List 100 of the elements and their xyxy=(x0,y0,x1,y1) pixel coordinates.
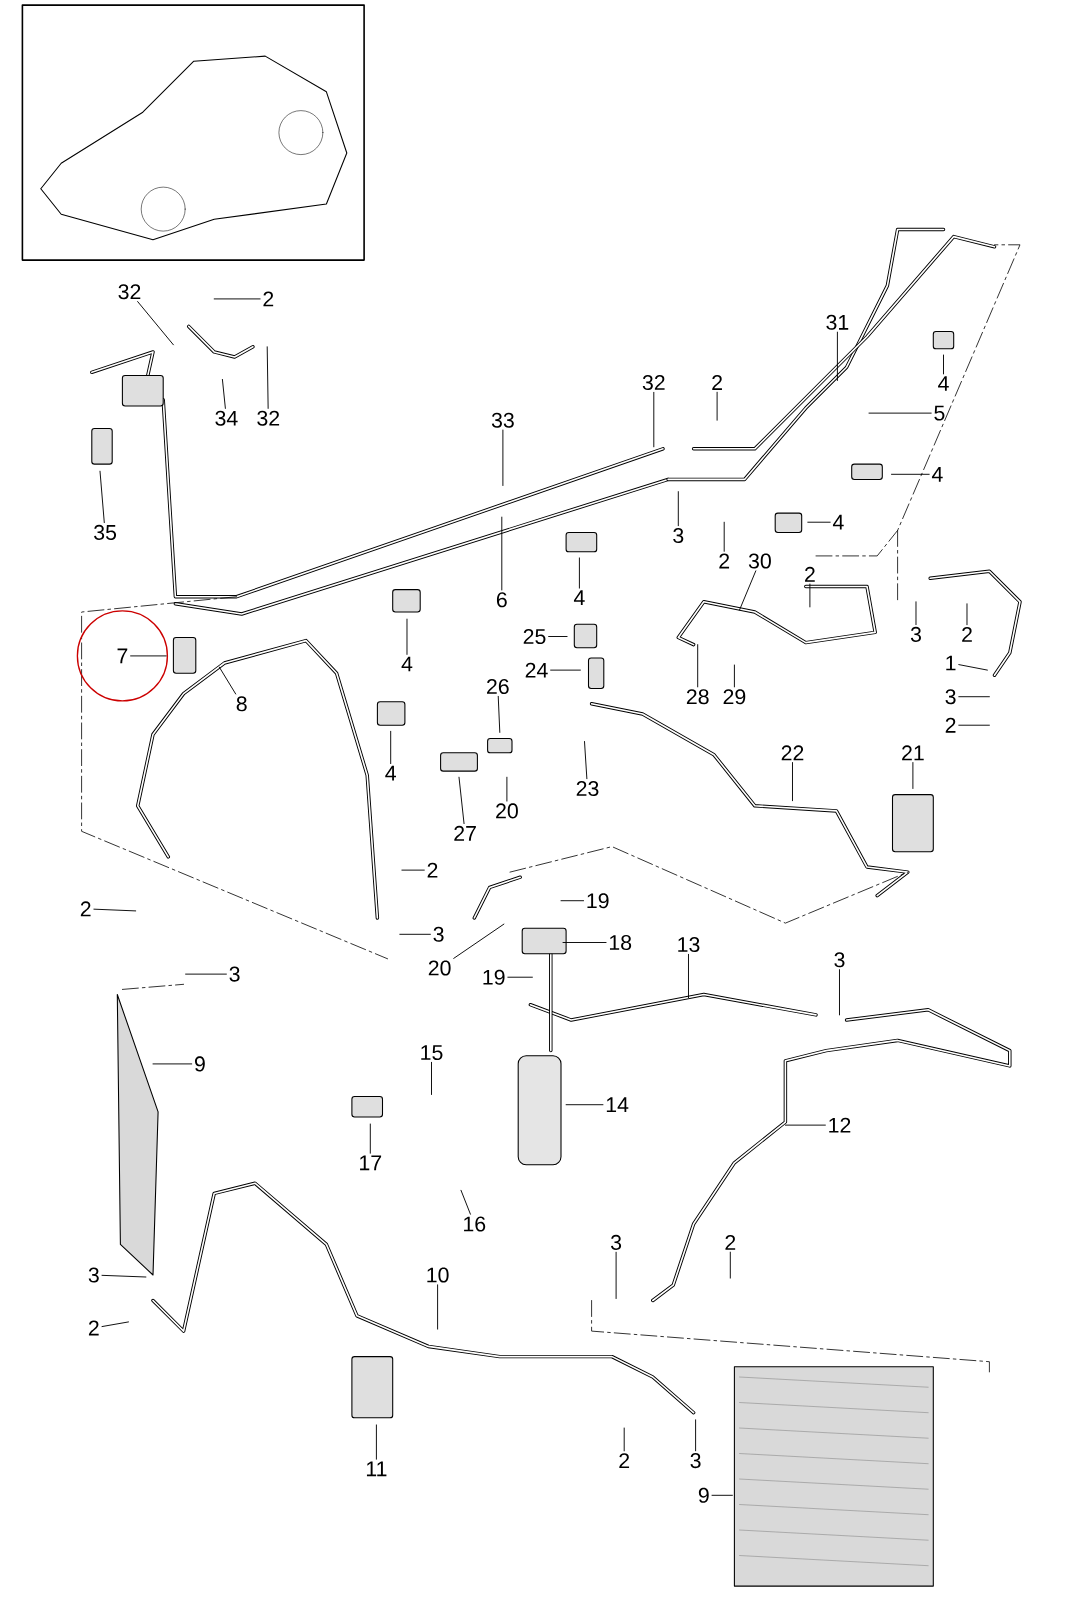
callout-number: 22 xyxy=(781,745,804,761)
callout-number: 3 xyxy=(611,1234,622,1250)
callout-number: 20 xyxy=(496,803,518,819)
callout-number: 3 xyxy=(910,626,921,642)
leader-line xyxy=(807,521,831,523)
leader-line xyxy=(958,724,990,726)
callout-number: 3 xyxy=(433,926,444,942)
callout-number: 27 xyxy=(454,825,476,841)
leader-line xyxy=(565,1104,604,1106)
leader-line xyxy=(431,1061,432,1095)
callout-number: 2 xyxy=(962,626,972,642)
leader-line xyxy=(93,908,137,912)
leader-line xyxy=(966,603,968,626)
leader-line xyxy=(502,429,504,486)
callout-number: 5 xyxy=(934,405,945,421)
leader-line xyxy=(912,762,914,789)
leader-line xyxy=(695,1419,697,1452)
leader-line xyxy=(152,1063,193,1065)
callout-number: 32 xyxy=(642,374,665,391)
callout-number: 2 xyxy=(805,566,815,582)
leader-line xyxy=(868,412,932,414)
callout-number: 8 xyxy=(236,696,247,712)
callout-number: 3 xyxy=(690,1453,701,1469)
leader-line xyxy=(130,655,167,657)
callout-number: 33 xyxy=(491,412,514,428)
leader-line xyxy=(221,378,226,409)
callout-number: 16 xyxy=(464,1216,486,1232)
leader-line xyxy=(137,301,174,346)
leader-line xyxy=(739,570,757,611)
leader-line xyxy=(958,696,990,698)
leader-line xyxy=(507,976,533,978)
leader-line xyxy=(560,900,585,902)
leader-line xyxy=(375,1424,377,1460)
callout-number: 28 xyxy=(686,689,709,705)
callout-number: 1 xyxy=(946,655,956,671)
callout-number: 34 xyxy=(215,410,238,426)
callout-number: 2 xyxy=(88,1320,99,1336)
callout-number: 2 xyxy=(725,1234,736,1250)
callout-number: 19 xyxy=(587,893,609,909)
leader-line xyxy=(792,762,793,802)
leader-line xyxy=(958,664,988,671)
leader-line xyxy=(460,1189,471,1215)
callout-number: 2 xyxy=(80,901,91,917)
callout-number: 4 xyxy=(385,765,396,781)
leader-line xyxy=(653,391,655,448)
callout-number: 9 xyxy=(194,1056,205,1072)
leader-line xyxy=(891,473,930,475)
leader-line xyxy=(623,1427,625,1452)
leader-line xyxy=(401,869,425,871)
callout-number: 2 xyxy=(719,553,730,569)
leader-line xyxy=(501,516,503,591)
leader-line xyxy=(723,521,725,552)
leader-line xyxy=(784,1124,826,1126)
callout-number: 23 xyxy=(576,780,599,797)
callout-number: 2 xyxy=(945,717,956,733)
leader-line xyxy=(688,953,689,999)
callout-number: 24 xyxy=(525,662,548,678)
leader-line xyxy=(836,331,838,381)
callout-number: 32 xyxy=(257,410,280,426)
leader-line xyxy=(615,1251,617,1299)
leader-line xyxy=(578,557,580,589)
leader-line xyxy=(453,923,505,959)
callout-number: 25 xyxy=(523,628,546,645)
leader-line xyxy=(716,391,718,421)
leader-line xyxy=(550,669,581,671)
leader-line xyxy=(943,354,944,375)
leader-line xyxy=(711,1494,733,1496)
callout-number: 17 xyxy=(360,1155,382,1171)
callout-number: 2 xyxy=(619,1453,630,1469)
callout-number: 29 xyxy=(723,689,746,705)
callout-number: 32 xyxy=(118,284,141,300)
leader-line xyxy=(101,1274,147,1278)
callout-number: 2 xyxy=(712,375,722,390)
leader-line xyxy=(729,1251,731,1279)
leader-line xyxy=(697,644,699,688)
leader-line xyxy=(406,618,408,655)
leader-line xyxy=(506,776,508,802)
callout-number: 4 xyxy=(832,514,844,530)
leader-line xyxy=(497,695,501,733)
callout-number: 4 xyxy=(401,656,413,672)
leader-line xyxy=(548,636,568,637)
callout-number: 30 xyxy=(748,553,771,569)
callout-number: 10 xyxy=(427,1267,449,1283)
callout-number: 4 xyxy=(938,376,949,391)
callout-number: 3 xyxy=(945,689,956,705)
callout-number: 18 xyxy=(609,934,632,951)
callout-number: 13 xyxy=(678,936,700,953)
leader-line xyxy=(915,601,917,626)
callout-number: 35 xyxy=(94,524,117,540)
leader-line xyxy=(584,741,588,780)
leader-line xyxy=(99,470,105,524)
callout-number: 11 xyxy=(366,1461,387,1477)
callout-number: 4 xyxy=(573,590,585,606)
leader-line xyxy=(213,298,261,300)
leader-line xyxy=(562,942,607,943)
leader-line xyxy=(399,933,431,935)
callout-number: 6 xyxy=(496,592,507,608)
callout-number: 2 xyxy=(263,291,274,307)
leader-line xyxy=(677,491,679,527)
leader-line xyxy=(733,664,735,688)
